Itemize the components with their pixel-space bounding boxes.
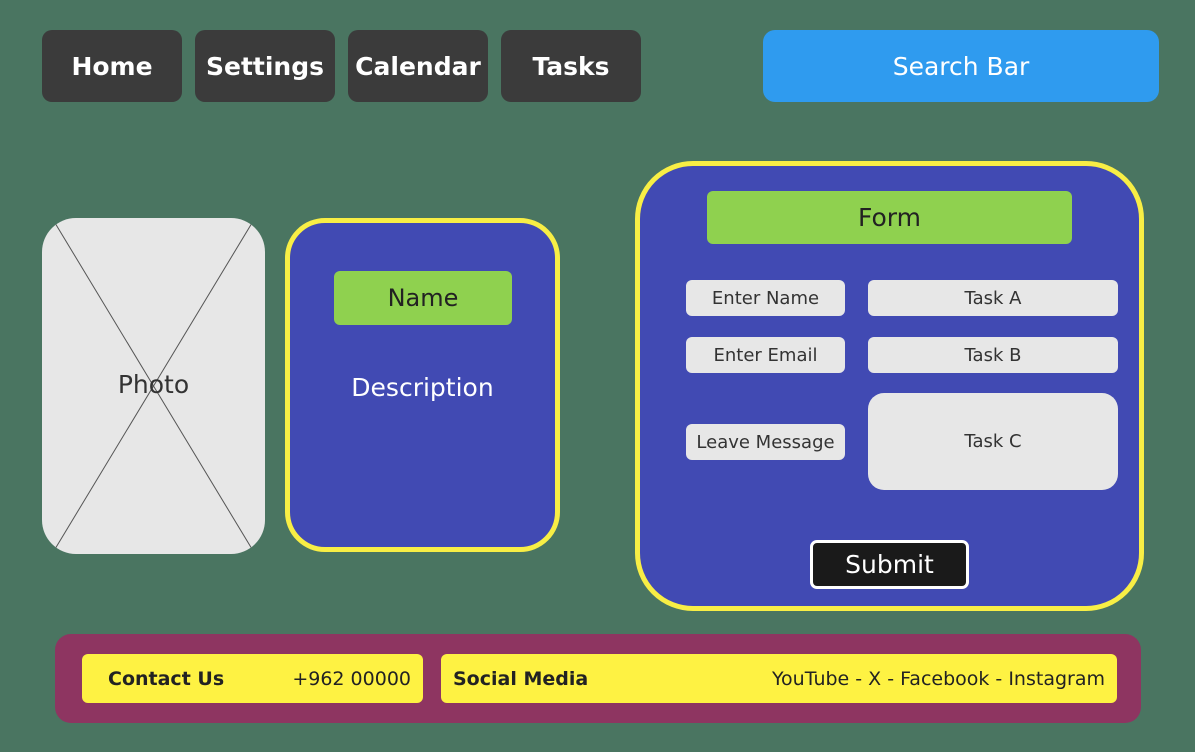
search-bar[interactable]: Search Bar	[763, 30, 1159, 102]
email-input[interactable]: Enter Email	[686, 337, 845, 373]
profile-description: Description	[351, 373, 494, 402]
social-links[interactable]: YouTube - X - Facebook - Instagram	[771, 667, 1105, 690]
submit-button[interactable]: Submit	[810, 540, 969, 589]
photo-label: Photo	[117, 370, 190, 399]
contact-phone[interactable]: +962 00000	[292, 667, 411, 690]
task-c-field[interactable]: Task C	[868, 393, 1118, 490]
contact-label: Contact Us	[108, 667, 225, 690]
profile-name: Name	[334, 271, 512, 325]
task-a-field[interactable]: Task A	[868, 280, 1118, 316]
photo-placeholder: Photo	[42, 218, 265, 554]
name-input[interactable]: Enter Name	[686, 280, 845, 316]
nav-tasks-button[interactable]: Tasks	[501, 30, 641, 102]
social-label: Social Media	[453, 667, 589, 690]
nav-settings-button[interactable]: Settings	[195, 30, 335, 102]
task-b-field[interactable]: Task B	[868, 337, 1118, 373]
social-box: Social Media YouTube - X - Facebook - In…	[441, 654, 1117, 703]
nav-calendar-button[interactable]: Calendar	[348, 30, 488, 102]
footer: Contact Us +962 00000 Social Media YouTu…	[55, 634, 1141, 723]
form-title: Form	[707, 191, 1072, 244]
form-card: Form Enter Name Task A Enter Email Task …	[635, 161, 1144, 611]
message-input[interactable]: Leave Message	[686, 424, 845, 460]
nav-home-button[interactable]: Home	[42, 30, 182, 102]
placeholder-cross-icon	[51, 218, 256, 554]
contact-box: Contact Us +962 00000	[82, 654, 423, 703]
profile-card: Name Description	[285, 218, 560, 552]
